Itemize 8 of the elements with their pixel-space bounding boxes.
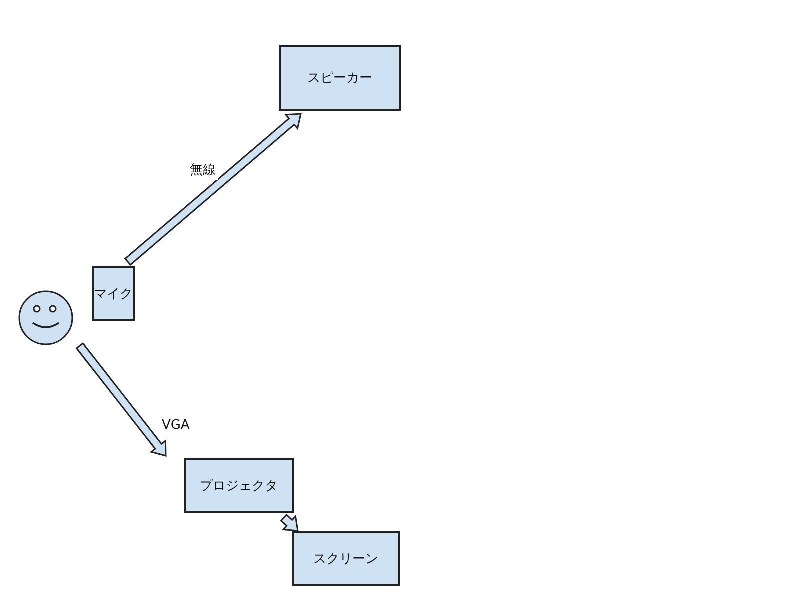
device-box: マイク — [92, 266, 135, 321]
smiley-face-icon — [18, 290, 74, 346]
device-box: プロジェクタ — [184, 458, 294, 513]
device-box: スクリーン — [292, 531, 400, 586]
device-box: スピーカー — [279, 45, 401, 111]
block-arrow — [124, 113, 302, 266]
block-arrow — [280, 514, 299, 532]
block-arrow — [76, 342, 167, 457]
